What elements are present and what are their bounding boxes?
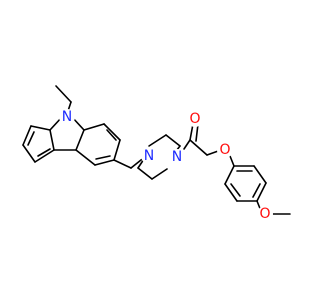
bond-piperazine-1 — [148, 134, 167, 147]
atom-bg-n-carbazole — [59, 109, 75, 125]
atom-bg-o-ether — [217, 142, 233, 158]
bond-phenoxy-ring-5 — [224, 183, 238, 202]
bond-right-ring-3 — [113, 139, 121, 161]
bond-carbazole-bridge-left — [49, 129, 55, 151]
bond-right-ring-2 — [103, 123, 121, 141]
bond-acyl-ch2 — [189, 139, 208, 156]
molecule-drawing: N N N O O O — [22, 85, 291, 222]
atom-o-ether: O — [219, 142, 230, 158]
bond-right-ring-double-1 — [106, 129, 117, 141]
bond-phenoxy-ring-2 — [253, 165, 267, 184]
atom-bg-o-methoxy — [257, 206, 273, 222]
bond-right-ring-double-2 — [95, 155, 111, 160]
bond-carbonyl-1 — [189, 123, 194, 141]
bond-ethyl-1 — [55, 85, 72, 103]
bond-carbonyl-2 — [195, 123, 199, 142]
bond-right-ring-5 — [75, 149, 96, 166]
bond-piperazine-4 — [151, 168, 168, 180]
bond-piperazine-2 — [165, 134, 181, 147]
bond-left-ring-4 — [34, 149, 55, 163]
bond-phenoxy-o-ring — [229, 155, 235, 167]
bond-left-ring-2 — [22, 125, 32, 146]
atom-n-carbazole: N — [62, 109, 72, 125]
atom-o-carbonyl: O — [189, 111, 200, 127]
bond-right-ring-4 — [94, 159, 115, 166]
atom-bg-o-carbonyl — [187, 111, 203, 127]
bond-right-ring-1 — [83, 123, 105, 131]
atom-n-piperazine-right: N — [172, 149, 182, 165]
atom-bg-n-piperazine-left — [141, 148, 157, 164]
atom-labels: N N N O O O — [59, 109, 273, 222]
atom-bg-n-piperazine-right — [169, 149, 185, 165]
bond-linker-1 — [113, 159, 132, 169]
bond-left-ring-1 — [30, 125, 51, 131]
bonds — [22, 85, 291, 215]
bond-phenoxy-double-3 — [230, 183, 241, 197]
bond-phenoxy-ring-3 — [256, 182, 267, 202]
bond-amide-n-c — [183, 139, 191, 150]
bond-left-ring-double-2 — [37, 148, 51, 157]
bond-left-ring-double-1 — [27, 131, 35, 146]
bond-phenoxy-ring-6 — [224, 165, 235, 185]
bond-phenoxy-double-2 — [252, 183, 261, 198]
bond-piperazine-5 — [137, 167, 153, 180]
structure-svg: N N N O O O — [22, 85, 291, 222]
atom-o-methoxy: O — [259, 206, 270, 222]
bond-left-ring-3 — [22, 144, 36, 163]
bond-carbazole-bridge-right — [75, 129, 85, 151]
atom-n-piperazine-left: N — [144, 148, 154, 164]
